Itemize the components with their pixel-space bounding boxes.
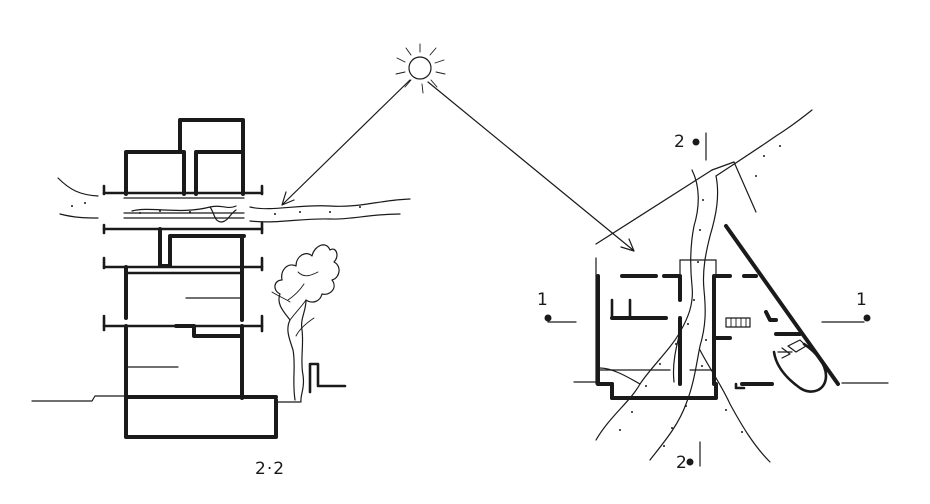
spiral-stair-icon — [734, 310, 828, 393]
tree-icon — [271, 244, 340, 403]
building-section — [31, 118, 347, 439]
sun-ray-arrow-right — [427, 81, 635, 252]
stream-through-section — [57, 177, 411, 223]
svg-text:2: 2 — [676, 453, 687, 473]
section-marker-bottom: 2 — [676, 441, 701, 473]
svg-text:1: 1 — [856, 290, 867, 310]
section-caption: 2·2 — [255, 459, 285, 479]
building-plan — [573, 161, 889, 400]
sun-icon — [395, 43, 446, 94]
stream-through-plan — [595, 109, 813, 463]
section-marker-right: 1 — [821, 290, 871, 323]
svg-text:2: 2 — [674, 132, 685, 152]
svg-text:1: 1 — [537, 290, 548, 310]
section-marker-left: 1 — [537, 290, 577, 323]
stair-icon — [725, 317, 751, 328]
section-marker-top: 2 — [674, 132, 707, 161]
sun-ray-arrow-left — [281, 79, 411, 206]
